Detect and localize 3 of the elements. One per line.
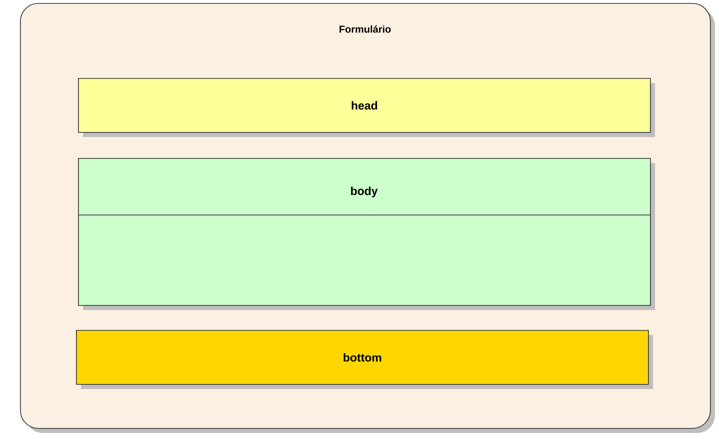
section-box: head <box>78 78 655 137</box>
section-box: body <box>78 158 655 310</box>
section-box: bottom <box>76 330 653 389</box>
